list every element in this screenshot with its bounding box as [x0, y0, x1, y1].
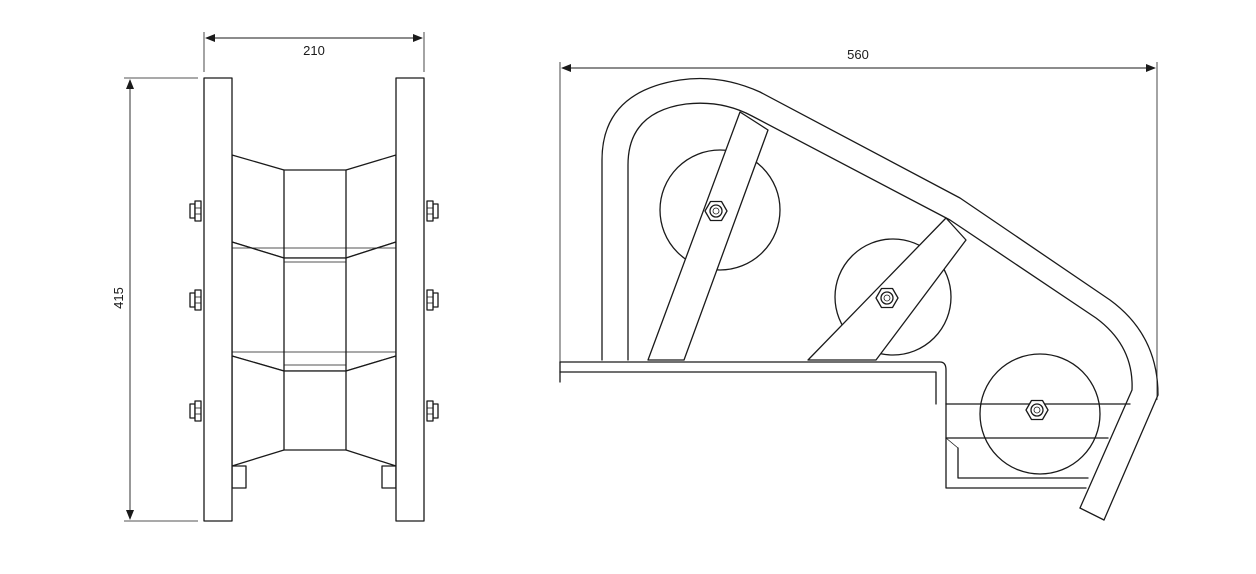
length-dimension-label: 560	[847, 47, 869, 62]
length-dimension: 560	[559, 47, 1158, 400]
right-bolts	[426, 200, 439, 422]
left-bolts	[189, 200, 202, 422]
roller-assembly	[231, 154, 397, 489]
height-dimension-label: 415	[111, 287, 126, 309]
outer-frame	[601, 77, 1159, 521]
side-view: 560	[559, 47, 1159, 521]
front-view: 210 415	[111, 32, 439, 522]
width-dimension: 210	[203, 32, 425, 72]
width-dimension-label: 210	[303, 43, 325, 58]
left-side-plate	[203, 77, 233, 522]
height-dimension: 415	[111, 77, 198, 522]
right-side-plate	[395, 77, 425, 522]
